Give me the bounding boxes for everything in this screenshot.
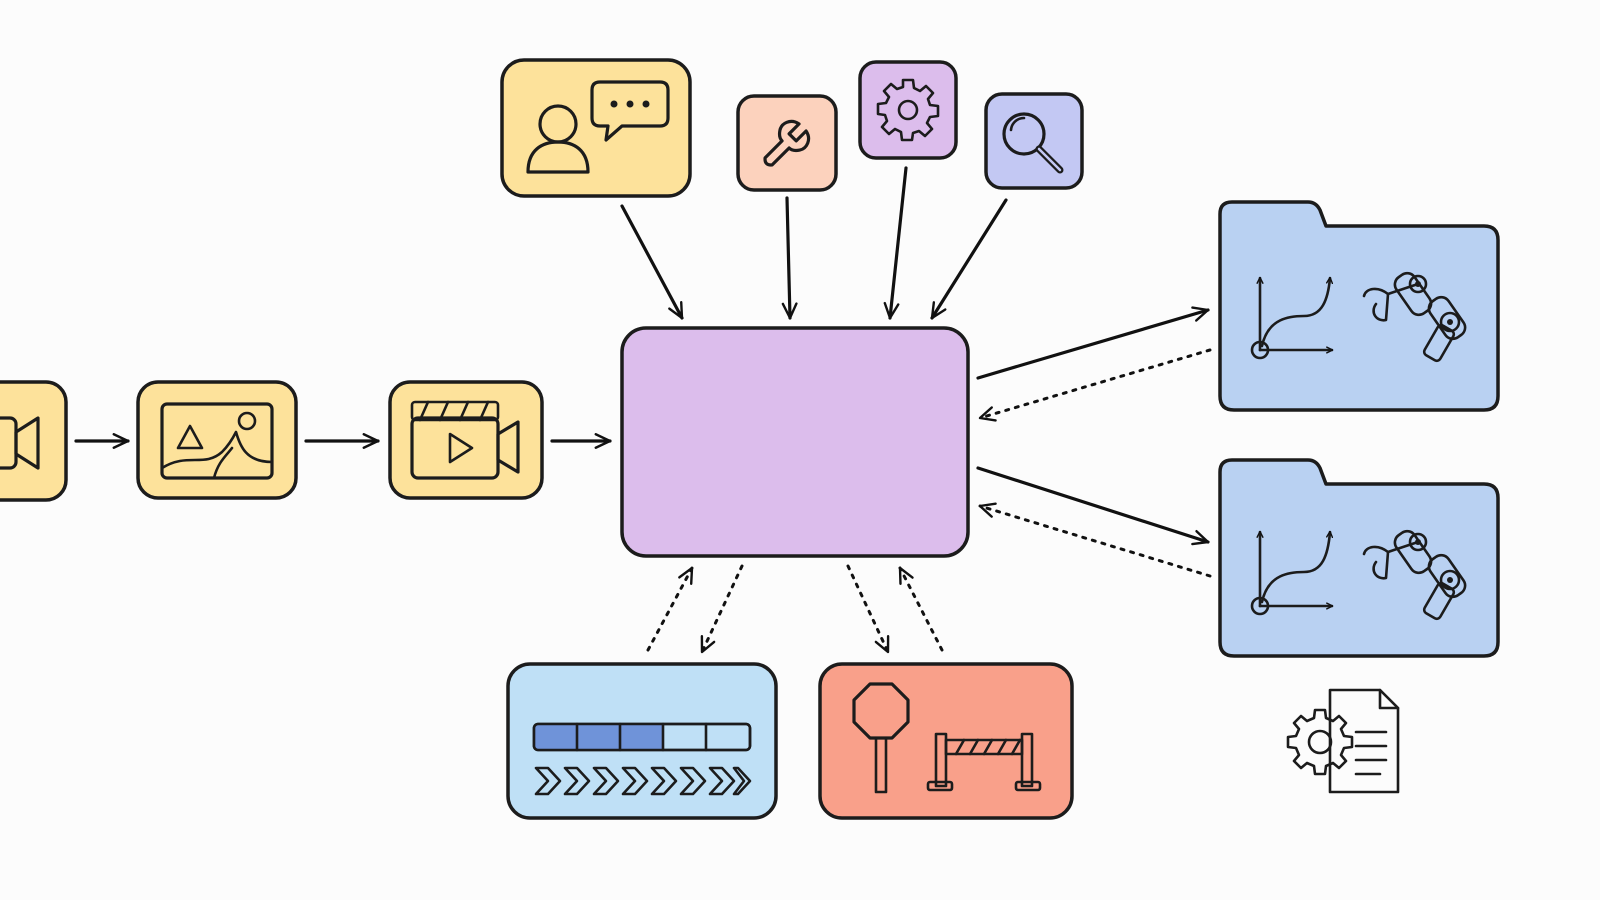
dotted-folder-1-to-central bbox=[978, 348, 1212, 422]
user-chat-icon bbox=[526, 80, 670, 174]
dotted-central-to-stop bbox=[846, 564, 890, 654]
arrow-wrench-to-central bbox=[781, 196, 798, 320]
magnifier-icon bbox=[1002, 112, 1064, 174]
config-file[interactable] bbox=[1286, 688, 1400, 794]
arrow-central-to-folder-1 bbox=[976, 306, 1210, 380]
trajectory-icon bbox=[1250, 276, 1334, 360]
video-camera-icon bbox=[0, 416, 40, 470]
arrow-user-chat-to-central bbox=[620, 204, 684, 320]
image-card[interactable] bbox=[136, 380, 298, 500]
output-folder-2[interactable] bbox=[1218, 458, 1500, 658]
chevron-arrows-icon bbox=[534, 766, 752, 796]
progress-bar-icon bbox=[532, 722, 752, 752]
stop-sign-icon bbox=[852, 682, 910, 794]
robot-arm-icon bbox=[1362, 529, 1467, 621]
dotted-central-to-progress bbox=[700, 564, 744, 654]
user-chat-card[interactable] bbox=[500, 58, 692, 198]
output-folder-1[interactable] bbox=[1218, 200, 1500, 412]
arrow-search-to-central bbox=[930, 198, 1008, 320]
dotted-stop-to-central bbox=[898, 566, 944, 652]
camera-card[interactable] bbox=[0, 380, 68, 502]
video-clip-card[interactable] bbox=[388, 380, 544, 500]
dotted-folder-2-to-central bbox=[978, 502, 1212, 578]
barrier-icon bbox=[926, 732, 1042, 792]
image-icon bbox=[160, 402, 274, 480]
dotted-progress-to-central bbox=[646, 566, 694, 652]
trajectory-icon bbox=[1250, 530, 1334, 616]
gear-card[interactable] bbox=[858, 60, 958, 160]
wrench-card[interactable] bbox=[736, 94, 838, 192]
stop-barrier-card[interactable] bbox=[818, 662, 1074, 820]
gear-document-icon bbox=[1286, 688, 1400, 794]
robot-arm-icon bbox=[1362, 271, 1467, 363]
gear-icon bbox=[876, 78, 940, 142]
wrench-icon bbox=[763, 119, 811, 167]
clapperboard-video-icon bbox=[410, 400, 520, 480]
search-card[interactable] bbox=[984, 92, 1084, 190]
arrow-gear-to-central bbox=[883, 166, 908, 320]
progress-card[interactable] bbox=[506, 662, 778, 820]
arrow-central-to-folder-2 bbox=[976, 466, 1210, 546]
central-node[interactable] bbox=[620, 326, 970, 558]
